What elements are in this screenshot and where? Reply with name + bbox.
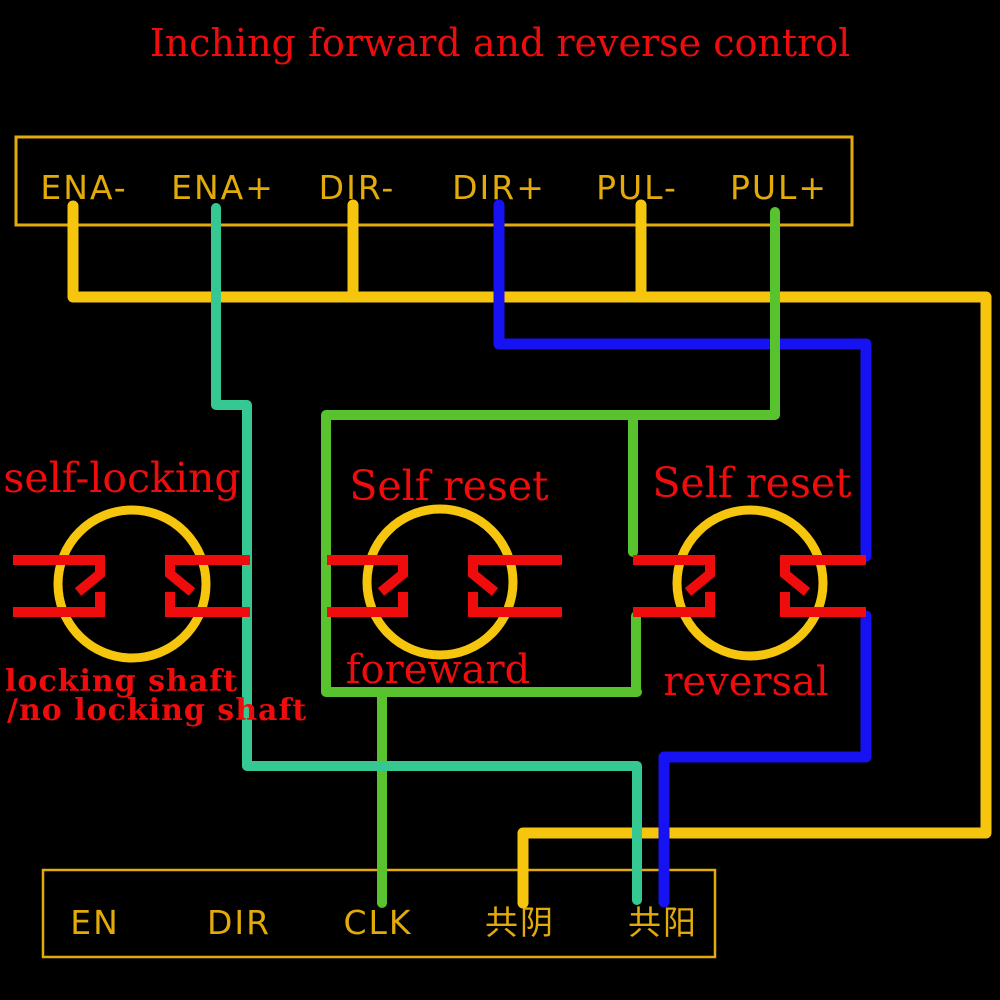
reversal-bottom-to-gongyang-wire bbox=[658, 610, 872, 908]
switch-label-group: self-locking Self reset Self reset forew… bbox=[3, 454, 852, 728]
ena-minus-bus-wire bbox=[67, 200, 992, 909]
reversal-right-pole-top-contact bbox=[780, 555, 866, 596]
locking-shaft-note-line1: locking shaft bbox=[5, 664, 238, 699]
switch-circle-group bbox=[53, 504, 828, 663]
self-locking-left-pole-top-contact bbox=[13, 555, 105, 596]
terminal-dir-minus: DIR- bbox=[319, 168, 396, 207]
forward-right-pole-top-contact bbox=[468, 555, 562, 596]
self-locking-left-pole-bottom-contact bbox=[13, 592, 105, 617]
reversal-caption: reversal bbox=[663, 659, 828, 705]
terminal-pul-minus: PUL- bbox=[596, 168, 678, 207]
blue-wire-group bbox=[493, 199, 872, 908]
terminal-dir: DIR bbox=[207, 903, 271, 942]
forward-right-pole-bottom-contact bbox=[468, 592, 562, 617]
reversal-right-pole-bottom-contact bbox=[780, 592, 866, 617]
driver-box-border bbox=[14, 135, 854, 227]
self-locking-switch-circle bbox=[53, 505, 211, 663]
yellow-wire-group bbox=[67, 199, 992, 909]
forward-switch-name: Self reset bbox=[349, 462, 549, 510]
dir-plus-to-reversal-top-wire bbox=[493, 199, 872, 562]
reversal-switch-circle bbox=[672, 505, 828, 661]
locking-shaft-note-line2: /no locking shaft bbox=[7, 693, 307, 728]
pul-plus-loop-wire bbox=[321, 207, 780, 697]
teal-wire-group bbox=[211, 203, 642, 905]
terminal-en: EN bbox=[70, 903, 120, 942]
reversal-left-pole-top-contact bbox=[633, 555, 715, 596]
self-locking-right-pole-top-contact bbox=[165, 555, 250, 596]
terminal-ena-plus: ENA+ bbox=[171, 168, 275, 207]
driver-connector-box: ENA- ENA+ DIR- DIR+ PUL- PUL+ bbox=[14, 135, 854, 227]
forward-left-pole-bottom-contact bbox=[327, 592, 408, 617]
terminal-ena-minus: ENA- bbox=[40, 168, 127, 207]
ena-plus-to-gongyang-wire bbox=[211, 203, 642, 905]
terminal-gongyin: 共阴 bbox=[485, 903, 555, 942]
forward-caption: foreward bbox=[346, 647, 531, 693]
diagram-title: Inching forward and reverse control bbox=[150, 21, 851, 65]
self-locking-right-pole-bottom-contact bbox=[165, 592, 250, 617]
terminal-clk: CLK bbox=[343, 903, 412, 942]
terminal-gongyang: 共阳 bbox=[628, 903, 698, 942]
green-wire-group bbox=[321, 207, 780, 908]
contact-symbol-group bbox=[13, 555, 866, 617]
forward-switch-circle bbox=[362, 504, 518, 660]
forward-left-pole-top-contact bbox=[327, 555, 408, 596]
reversal-switch-name: Self reset bbox=[652, 459, 852, 507]
terminal-pul-plus: PUL+ bbox=[730, 168, 828, 207]
self-locking-label: self-locking bbox=[3, 454, 240, 502]
reversal-left-pole-bottom-contact bbox=[633, 592, 715, 617]
